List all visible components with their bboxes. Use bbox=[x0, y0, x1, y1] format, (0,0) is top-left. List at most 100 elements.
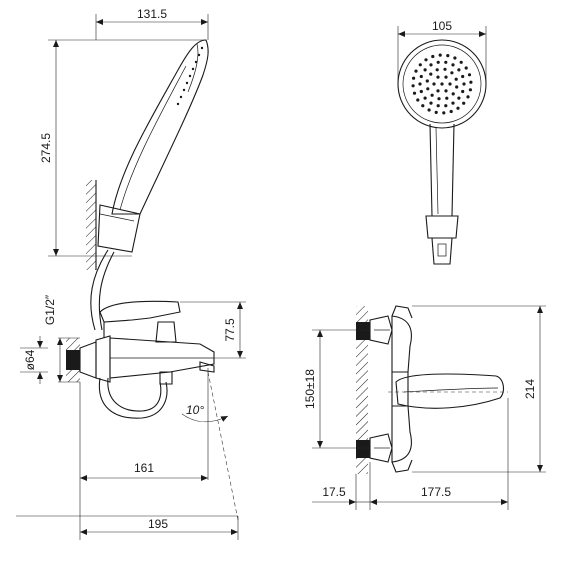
nozzle-dot bbox=[429, 72, 433, 76]
nozzle-dot bbox=[436, 104, 440, 108]
dim-lever-height: 77.5 bbox=[180, 301, 246, 359]
nozzle-dot bbox=[436, 89, 440, 93]
nozzle-dot bbox=[467, 73, 472, 77]
dim-head-diameter: 105 bbox=[397, 19, 487, 84]
hand-shower-side bbox=[97, 39, 209, 253]
label-tilt-angle: 10° bbox=[186, 403, 204, 417]
nozzle-dot bbox=[445, 96, 449, 100]
nozzle-dot bbox=[455, 85, 459, 89]
nozzle-dot bbox=[443, 67, 447, 71]
dim-center-distance: 150±18 bbox=[303, 329, 370, 449]
nozzle-dot bbox=[438, 53, 442, 57]
nozzle-dot bbox=[427, 108, 431, 112]
dim-thread: G1/2″ bbox=[43, 294, 80, 383]
spray-face-dots bbox=[176, 46, 204, 106]
nozzle-dot bbox=[459, 60, 463, 64]
nozzle-dot bbox=[425, 79, 429, 83]
nozzle-dot bbox=[412, 91, 417, 95]
dim-handshower-length: 274.5 bbox=[39, 39, 206, 257]
nozzle-dot bbox=[457, 68, 461, 72]
label-thread: G1/2″ bbox=[43, 294, 57, 325]
nozzle-dot bbox=[444, 60, 448, 64]
nozzle-dot bbox=[457, 96, 461, 100]
nozzle-dot bbox=[469, 80, 473, 84]
label-body-width: 177.5 bbox=[421, 485, 451, 499]
nozzle-pattern bbox=[411, 53, 473, 115]
mixer-front-view: 150±18 214 17.5 177.5 bbox=[303, 305, 546, 510]
nozzle-dot bbox=[461, 74, 465, 79]
nozzle-dot bbox=[448, 82, 452, 86]
nozzle-dot bbox=[461, 89, 465, 94]
nozzle-dot bbox=[468, 88, 472, 92]
nozzle-dot bbox=[444, 104, 448, 108]
nozzle-dot bbox=[444, 75, 448, 79]
label-center-distance: 150±18 bbox=[303, 369, 317, 409]
nozzle-dot bbox=[430, 93, 434, 97]
nozzle-dot bbox=[423, 96, 427, 100]
nozzle-dot bbox=[453, 56, 457, 60]
nozzle-dot bbox=[421, 104, 425, 108]
nozzle-dot bbox=[451, 63, 455, 67]
nozzle-dot bbox=[436, 60, 440, 64]
nozzle-dot bbox=[423, 68, 427, 72]
nozzle-dot bbox=[440, 82, 444, 86]
nozzle-dot bbox=[412, 76, 416, 80]
label-head-diameter: 105 bbox=[432, 19, 452, 33]
dim-handshower-width: 131.5 bbox=[95, 7, 209, 40]
nozzle-dot bbox=[454, 77, 458, 81]
nozzle-dot bbox=[426, 87, 430, 91]
label-total-depth: 195 bbox=[148, 517, 168, 531]
hose-lower bbox=[98, 377, 168, 419]
nozzle-dot bbox=[446, 54, 450, 58]
label-handshower-width: 131.5 bbox=[137, 7, 167, 21]
wall-hatch-front bbox=[356, 306, 368, 474]
dim-body-width: 177.5 bbox=[370, 398, 509, 510]
nozzle-dot bbox=[419, 89, 423, 94]
nozzle-dot bbox=[464, 66, 468, 70]
side-view: 131.5 274.5 G1/2″ ø64 bbox=[16, 7, 246, 540]
wall-hatch-upper bbox=[86, 180, 96, 270]
nozzle-dot bbox=[436, 75, 440, 79]
nozzle-dot bbox=[456, 106, 460, 110]
nozzle-dot bbox=[435, 68, 439, 72]
nozzle-dot bbox=[449, 109, 453, 114]
nozzle-dot bbox=[414, 69, 418, 73]
nozzle-dot bbox=[462, 101, 466, 105]
nozzle-dot bbox=[442, 111, 446, 115]
shower-head-front: 105 bbox=[397, 19, 487, 265]
nozzle-dot bbox=[416, 98, 420, 102]
nozzle-dot bbox=[437, 97, 441, 101]
dim-wall-flange: ø64 bbox=[20, 336, 48, 384]
nozzle-dot bbox=[431, 54, 435, 59]
mixer-body-side bbox=[66, 300, 215, 385]
nozzle-dot bbox=[466, 95, 470, 99]
nozzle-dot bbox=[444, 89, 448, 93]
nozzle-dot bbox=[429, 63, 433, 67]
dim-total-height: 214 bbox=[412, 305, 546, 473]
nozzle-dot bbox=[418, 63, 422, 67]
nozzle-dot bbox=[434, 110, 438, 114]
hose-upper bbox=[90, 249, 109, 331]
nozzle-dot bbox=[419, 74, 423, 79]
dim-spout-depth: 161 bbox=[79, 382, 208, 540]
nozzle-dot bbox=[451, 101, 455, 105]
dim-wall-offset: 17.5 bbox=[312, 462, 371, 510]
label-handshower-length: 274.5 bbox=[39, 133, 53, 163]
nozzle-dot bbox=[418, 82, 422, 86]
dim-total-depth: 195 bbox=[16, 515, 239, 540]
label-total-height: 214 bbox=[523, 379, 537, 399]
label-wall-offset: 17.5 bbox=[322, 485, 346, 499]
nozzle-dot bbox=[450, 71, 454, 75]
label-lever-height: 77.5 bbox=[223, 318, 237, 342]
nozzle-dot bbox=[432, 82, 436, 86]
dim-tilt-angle: 10° bbox=[181, 368, 239, 521]
nozzle-dot bbox=[429, 101, 433, 105]
nozzle-dot bbox=[462, 82, 466, 86]
nozzle-dot bbox=[424, 58, 428, 62]
label-spout-depth: 161 bbox=[134, 461, 154, 475]
label-wall-flange: ø64 bbox=[23, 349, 37, 370]
nozzle-dot bbox=[451, 92, 455, 96]
nozzle-dot bbox=[411, 84, 415, 88]
